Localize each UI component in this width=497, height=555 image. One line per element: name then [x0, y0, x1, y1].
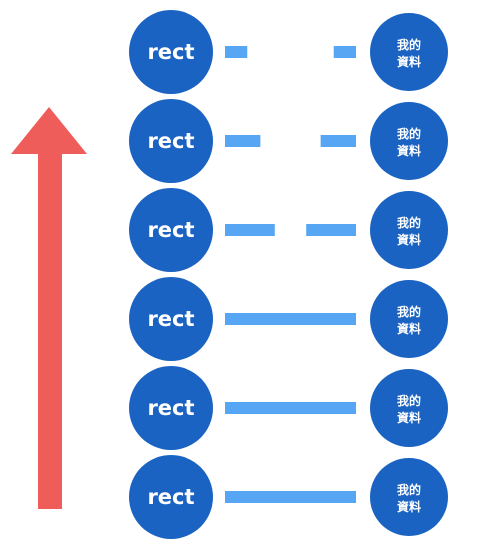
- connector-segment: [225, 313, 356, 325]
- connector-segment: [225, 402, 356, 414]
- data-label-line2: 資料: [397, 321, 421, 336]
- data-label-line2: 資料: [397, 143, 421, 158]
- data-circle: [370, 13, 448, 91]
- rect-circle: [129, 188, 213, 272]
- data-circle: [370, 458, 448, 536]
- rect-circle: [129, 366, 213, 450]
- connector-segment: [320, 135, 356, 147]
- connector-segment: [333, 46, 356, 58]
- connector-segment: [306, 224, 356, 236]
- data-circle: [370, 369, 448, 447]
- data-circle: [370, 191, 448, 269]
- connector-segment: [225, 135, 261, 147]
- rect-label: rect: [147, 396, 194, 420]
- connector-segment: [225, 224, 275, 236]
- data-circle: [370, 102, 448, 180]
- data-circle: [370, 280, 448, 358]
- up-arrow-icon: [11, 107, 87, 509]
- data-label-line2: 資料: [397, 54, 421, 69]
- data-label-line2: 資料: [397, 410, 421, 425]
- rect-circle: [129, 455, 213, 539]
- data-label-line2: 資料: [397, 232, 421, 247]
- data-label-line1: 我的: [397, 126, 421, 141]
- data-label-line1: 我的: [397, 304, 421, 319]
- rect-circle: [129, 277, 213, 361]
- data-label-line1: 我的: [397, 37, 421, 52]
- rect-label: rect: [147, 485, 194, 509]
- rect-label: rect: [147, 129, 194, 153]
- rect-circle: [129, 99, 213, 183]
- rect-label: rect: [147, 307, 194, 331]
- connector-segment: [225, 491, 356, 503]
- data-label-line1: 我的: [397, 393, 421, 408]
- rect-circle: [129, 10, 213, 94]
- data-label-line1: 我的: [397, 215, 421, 230]
- rect-label: rect: [147, 40, 194, 64]
- data-label-line1: 我的: [397, 482, 421, 497]
- connector-segment: [225, 46, 248, 58]
- rect-label: rect: [147, 218, 194, 242]
- data-label-line2: 資料: [397, 499, 421, 514]
